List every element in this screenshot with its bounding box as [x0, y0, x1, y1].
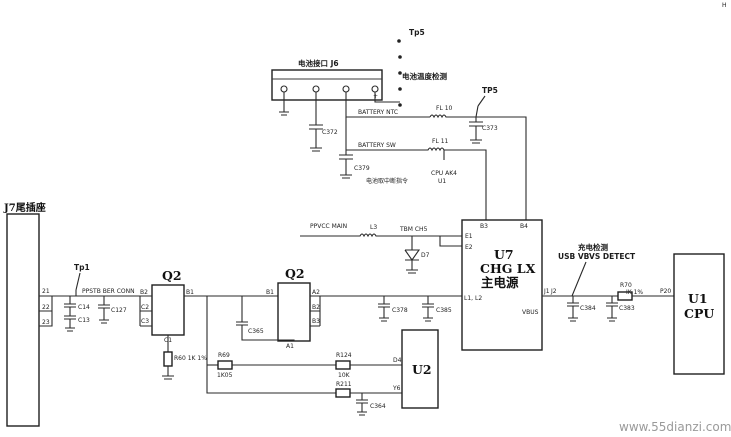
- c383-label: C383: [619, 305, 635, 312]
- c365-label: C365: [248, 328, 264, 335]
- c364-label: C364: [370, 403, 386, 410]
- r70-value: IK 1%: [626, 289, 643, 296]
- fl10-label: FL 10: [436, 105, 453, 112]
- q2r-pin-a1: A1: [286, 343, 294, 350]
- charge-detect-label: 充电检测: [578, 242, 608, 252]
- u7-pin-j1: J1: [543, 288, 550, 295]
- q2r-pin-b1: B1: [266, 289, 274, 296]
- q2-right-label: Q2: [285, 266, 305, 281]
- r211-label: R211: [336, 381, 352, 388]
- battery-sw-label: BATTERY SW: [358, 142, 396, 149]
- usb-vbus-detect-label: USB VBVS DETECT: [558, 252, 636, 261]
- q2-left-label: Q2: [162, 268, 182, 283]
- tail-socket-label: J7尾插座: [3, 201, 46, 214]
- u7-pin-e2: E2: [465, 244, 473, 251]
- tbm-label: TBM CH5: [399, 226, 428, 233]
- corner-mark: H: [722, 2, 727, 9]
- battery-temp-detect-label: 电池温度检测: [402, 71, 447, 81]
- r69-value: 1K05: [217, 372, 233, 379]
- r124-label: R124: [336, 352, 352, 359]
- battery-ntc-label: BATTERY NTC: [358, 109, 398, 116]
- tp5-right-label: TP5: [482, 86, 498, 95]
- q2-right-transistor: Q2 B1 A2 B2 B3 A1: [266, 266, 320, 350]
- c373-label: C373: [482, 125, 498, 132]
- c378-label: C378: [392, 307, 408, 314]
- u7-desc-label: 主电源: [481, 275, 519, 290]
- u1-label: U1: [688, 291, 708, 306]
- u2-chip: U2 D4 Y6: [392, 329, 439, 409]
- q2r-pin-b2: B2: [312, 304, 320, 311]
- r124-value: 10K: [338, 372, 351, 379]
- c385-label: C385: [436, 307, 452, 314]
- u7-pin-e1: E1: [465, 233, 473, 240]
- c14-label: C14: [78, 304, 90, 311]
- u2-pin-d4: D4: [393, 357, 402, 364]
- r69-label: R69: [218, 352, 230, 359]
- q2l-pin-b1: B1: [186, 289, 194, 296]
- c379-label: C379: [354, 165, 370, 172]
- d7-label: D7: [421, 252, 430, 259]
- r60-label: R60 1K 1%: [174, 355, 207, 362]
- c372-label: C372: [322, 129, 338, 136]
- u2-pin-y6: Y6: [392, 385, 401, 392]
- j7-pin2: 22: [42, 304, 50, 311]
- ppvcc-main-label: PPVCC MAIN: [310, 223, 347, 230]
- tail-socket-j7: [6, 213, 40, 427]
- watermark: www.55dianzi.com: [619, 420, 731, 434]
- q2l-pin-b2: B2: [140, 289, 148, 296]
- ppstb-conn-label: PPSTB BER CONN: [82, 288, 135, 295]
- battery-connector-j6: 电池接口 J6 +: [271, 58, 383, 101]
- cpu-ak4-label: CPU AK4: [431, 170, 457, 177]
- p20-label: P20: [660, 288, 671, 295]
- c127-label: C127: [111, 307, 127, 314]
- u7-part-label: CHG LX: [480, 261, 536, 276]
- q2l-pin-c3: C3: [141, 318, 149, 325]
- u1-cpu-chip: U1 CPU: [673, 253, 725, 375]
- tp5-test-point: Tp5: [397, 28, 425, 107]
- c384-label: C384: [580, 305, 596, 312]
- j7-pin1: 21: [42, 288, 50, 295]
- q2l-pin-c2: C2: [141, 304, 149, 311]
- u1-desc-label: CPU: [684, 306, 714, 321]
- q2r-pin-b3: B3: [312, 318, 320, 325]
- j2-label: J2: [550, 288, 557, 295]
- battery-interrupt-label: 电池取中断指令: [366, 177, 408, 185]
- u1-small-label: U1: [438, 178, 446, 185]
- c13-label: C13: [78, 317, 90, 324]
- fl11-label: FL 11: [432, 138, 449, 145]
- tp5-label: Tp5: [409, 28, 425, 37]
- u7-label: U7: [494, 247, 514, 262]
- r70-label: R70: [620, 282, 632, 289]
- q2-left-transistor: Q2 B2 C2 C3 B1 C1: [140, 268, 194, 344]
- u7-pin-l1l2: L1, L2: [464, 295, 482, 302]
- u2-label: U2: [412, 362, 432, 377]
- j7-pin3: 23: [42, 319, 50, 326]
- q2r-pin-a2: A2: [312, 289, 320, 296]
- tp1-label: Tp1: [74, 263, 90, 272]
- battery-connector-label: 电池接口 J6: [298, 58, 339, 68]
- u7-pin-vbus: VBUS: [522, 309, 539, 316]
- u7-charger-chip: B3 B4 E1 E2 L1, L2 J1 VBUS U7 CHG LX 主电源: [461, 219, 550, 351]
- u7-pin-b4: B4: [520, 223, 528, 230]
- u7-pin-b3: B3: [480, 223, 488, 230]
- l3-label: L3: [370, 224, 377, 231]
